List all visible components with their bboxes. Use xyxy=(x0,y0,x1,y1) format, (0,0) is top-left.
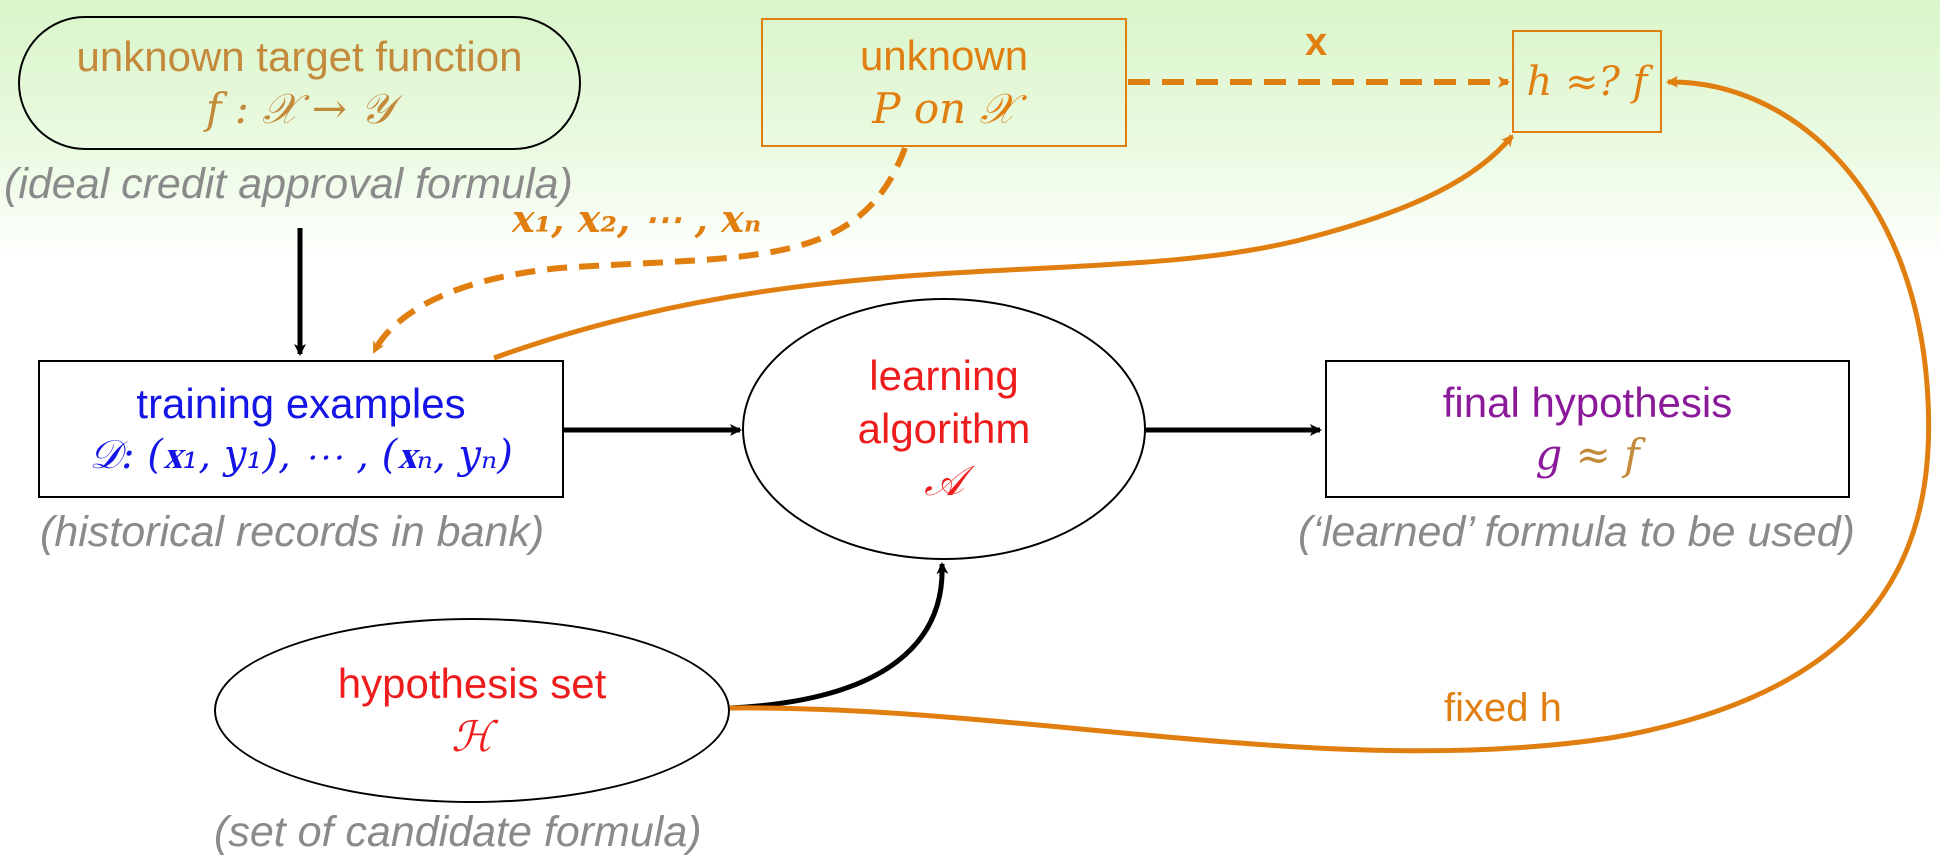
learning-algorithm-title-1: learning xyxy=(869,352,1019,400)
distribution-node: unknown P on 𝒳 xyxy=(761,18,1127,147)
edge-distribution-to-training xyxy=(371,146,908,354)
final-hypothesis-formula: g ≈ f xyxy=(1535,429,1639,482)
hypothesis-set-node: hypothesis set ℋ xyxy=(214,618,730,803)
final-hypothesis-node: final hypothesis g ≈ f xyxy=(1325,360,1850,498)
edge-label-samples: x₁, x₂, ⋯ , xₙ xyxy=(512,196,762,241)
target-function-caption: (ideal credit approval formula) xyxy=(4,160,573,208)
edge-hypset-fixed-h xyxy=(729,75,1932,754)
target-function-node: unknown target function f : 𝒳 → 𝒴 xyxy=(18,16,581,150)
hypothesis-set-caption: (set of candidate formula) xyxy=(214,808,702,856)
final-hypothesis-approx-f: ≈ f xyxy=(1562,430,1640,479)
learning-algorithm-title-2: algorithm xyxy=(857,404,1031,452)
edge-hypset-to-algorithm xyxy=(729,562,949,711)
distribution-formula: P on 𝒳 xyxy=(872,83,1016,133)
training-examples-caption: (historical records in bank) xyxy=(40,508,545,556)
learning-algorithm-node: learning algorithm 𝒜 xyxy=(742,298,1146,560)
edge-training-to-approx xyxy=(493,134,1514,361)
target-function-title: unknown target function xyxy=(76,32,523,80)
target-function-formula: f : 𝒳 → 𝒴 xyxy=(205,84,394,133)
approx-formula: h ≈? f xyxy=(1526,58,1648,105)
edge-label-fixed-h: fixed h xyxy=(1444,686,1562,730)
final-hypothesis-title: final hypothesis xyxy=(1442,378,1733,426)
final-hypothesis-caption: (‘learned’ formula to be used) xyxy=(1298,508,1855,556)
training-examples-node: training examples 𝒟: (𝐱₁, y₁), ⋯ , (𝐱ₙ, … xyxy=(38,360,564,498)
hypothesis-set-title: hypothesis set xyxy=(337,660,607,707)
training-examples-formula: 𝒟: (𝐱₁, y₁), ⋯ , (𝐱ₙ, yₙ) xyxy=(89,432,513,479)
approx-node: h ≈? f xyxy=(1512,30,1662,133)
training-examples-title: training examples xyxy=(136,379,466,427)
learning-algorithm-symbol: 𝒜 xyxy=(924,456,964,506)
edge-label-x: x xyxy=(1305,20,1328,64)
hypothesis-set-symbol: ℋ xyxy=(451,711,493,761)
final-hypothesis-g: g xyxy=(1535,430,1563,479)
distribution-title: unknown xyxy=(859,32,1029,79)
